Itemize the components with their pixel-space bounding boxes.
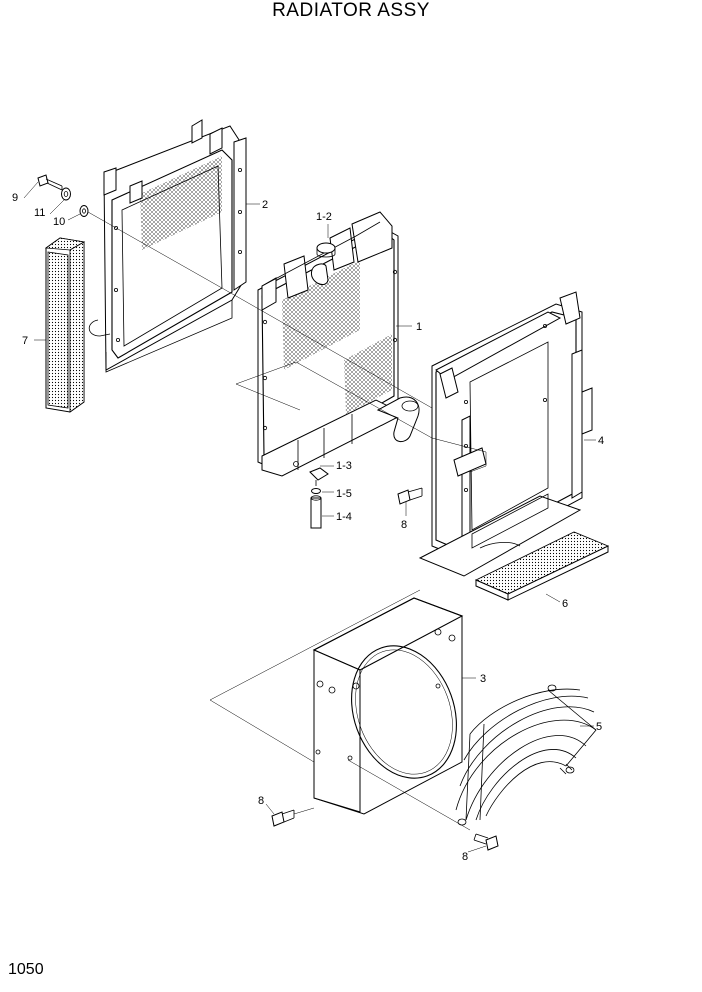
callout-1-2: 1-2	[316, 211, 332, 223]
page-number: 1050	[8, 961, 44, 978]
callout-6: 6	[562, 598, 568, 610]
callout-1-3: 1-3	[336, 460, 352, 472]
foam-pad-part-6	[474, 531, 610, 601]
fan-guard-part-5	[455, 684, 597, 826]
drain-cock-part-1-3	[309, 467, 329, 486]
filter-block-part-7	[44, 237, 86, 413]
callout-9: 9	[12, 192, 18, 204]
callout-7: 7	[22, 335, 28, 347]
bolt-part-8-upper	[397, 487, 423, 505]
callout-4: 4	[598, 435, 604, 447]
washer-part-11	[61, 187, 71, 201]
radiator-cap-part-1-2	[310, 242, 336, 285]
leader-lines	[23, 181, 596, 853]
callout-8-right: 8	[462, 851, 468, 863]
callout-10: 10	[53, 216, 65, 228]
shroud-frame-part-4	[418, 291, 593, 577]
bolt-part-8-left	[271, 809, 295, 827]
callout-1-5: 1-5	[336, 488, 352, 500]
callout-labels: 9 11 10 2 1-2 7 1 4 1-3 1-5 1-4 8 6 3 5 …	[12, 192, 604, 863]
callout-2: 2	[262, 199, 268, 211]
hose-part-1-4	[310, 495, 322, 529]
fan-shroud-part-3	[312, 597, 464, 815]
page-title: RADIATOR ASSY	[272, 0, 430, 21]
screen-frame-part-2	[88, 119, 247, 373]
washer-part-10	[79, 205, 89, 217]
callout-1-4: 1-4	[336, 511, 352, 523]
assembly-center-lines	[87, 211, 487, 831]
o-ring-part-1-5	[311, 488, 321, 494]
callout-5: 5	[596, 721, 602, 733]
callout-1: 1	[416, 321, 422, 333]
callout-8-left: 8	[258, 795, 264, 807]
callout-3: 3	[480, 673, 486, 685]
callout-11: 11	[34, 207, 45, 219]
radiator-core-part-1	[257, 211, 420, 477]
bolt-part-9	[37, 174, 63, 191]
callout-8-upper: 8	[401, 519, 407, 531]
bolt-part-8-right	[473, 833, 499, 851]
